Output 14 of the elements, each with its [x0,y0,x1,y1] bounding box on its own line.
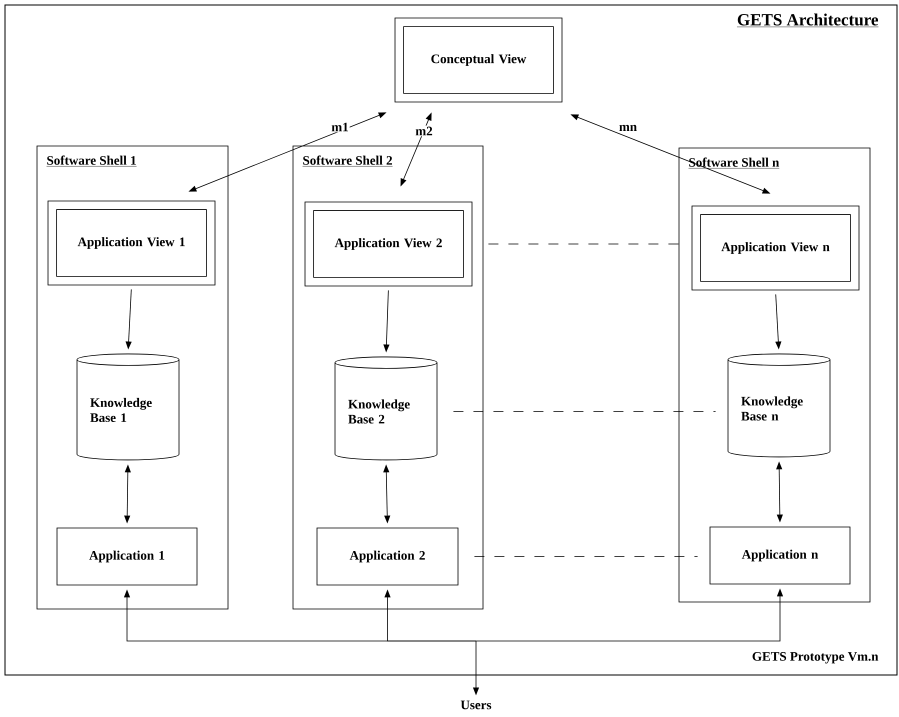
application-box: Application n [710,526,850,584]
edge-label: m1 [330,122,350,132]
application-box: Application 2 [316,528,458,586]
knowledge-base-cylinder: Knowledge Base 2 [334,356,438,460]
knowledge-base-cylinder: Knowledge Base n [728,354,830,458]
view-box: Application View 2 [304,202,472,286]
edge-label: m2 [414,126,434,136]
users-label: Users [460,700,492,710]
edge-label: mn [618,124,638,132]
knowledge-base-cylinder: Knowledge Base 1 [76,354,180,460]
application-box: Application 1 [56,528,198,586]
view-box: Conceptual View [394,18,562,102]
view-box: Application View 1 [48,200,216,286]
view-box: Application View n [692,206,860,290]
